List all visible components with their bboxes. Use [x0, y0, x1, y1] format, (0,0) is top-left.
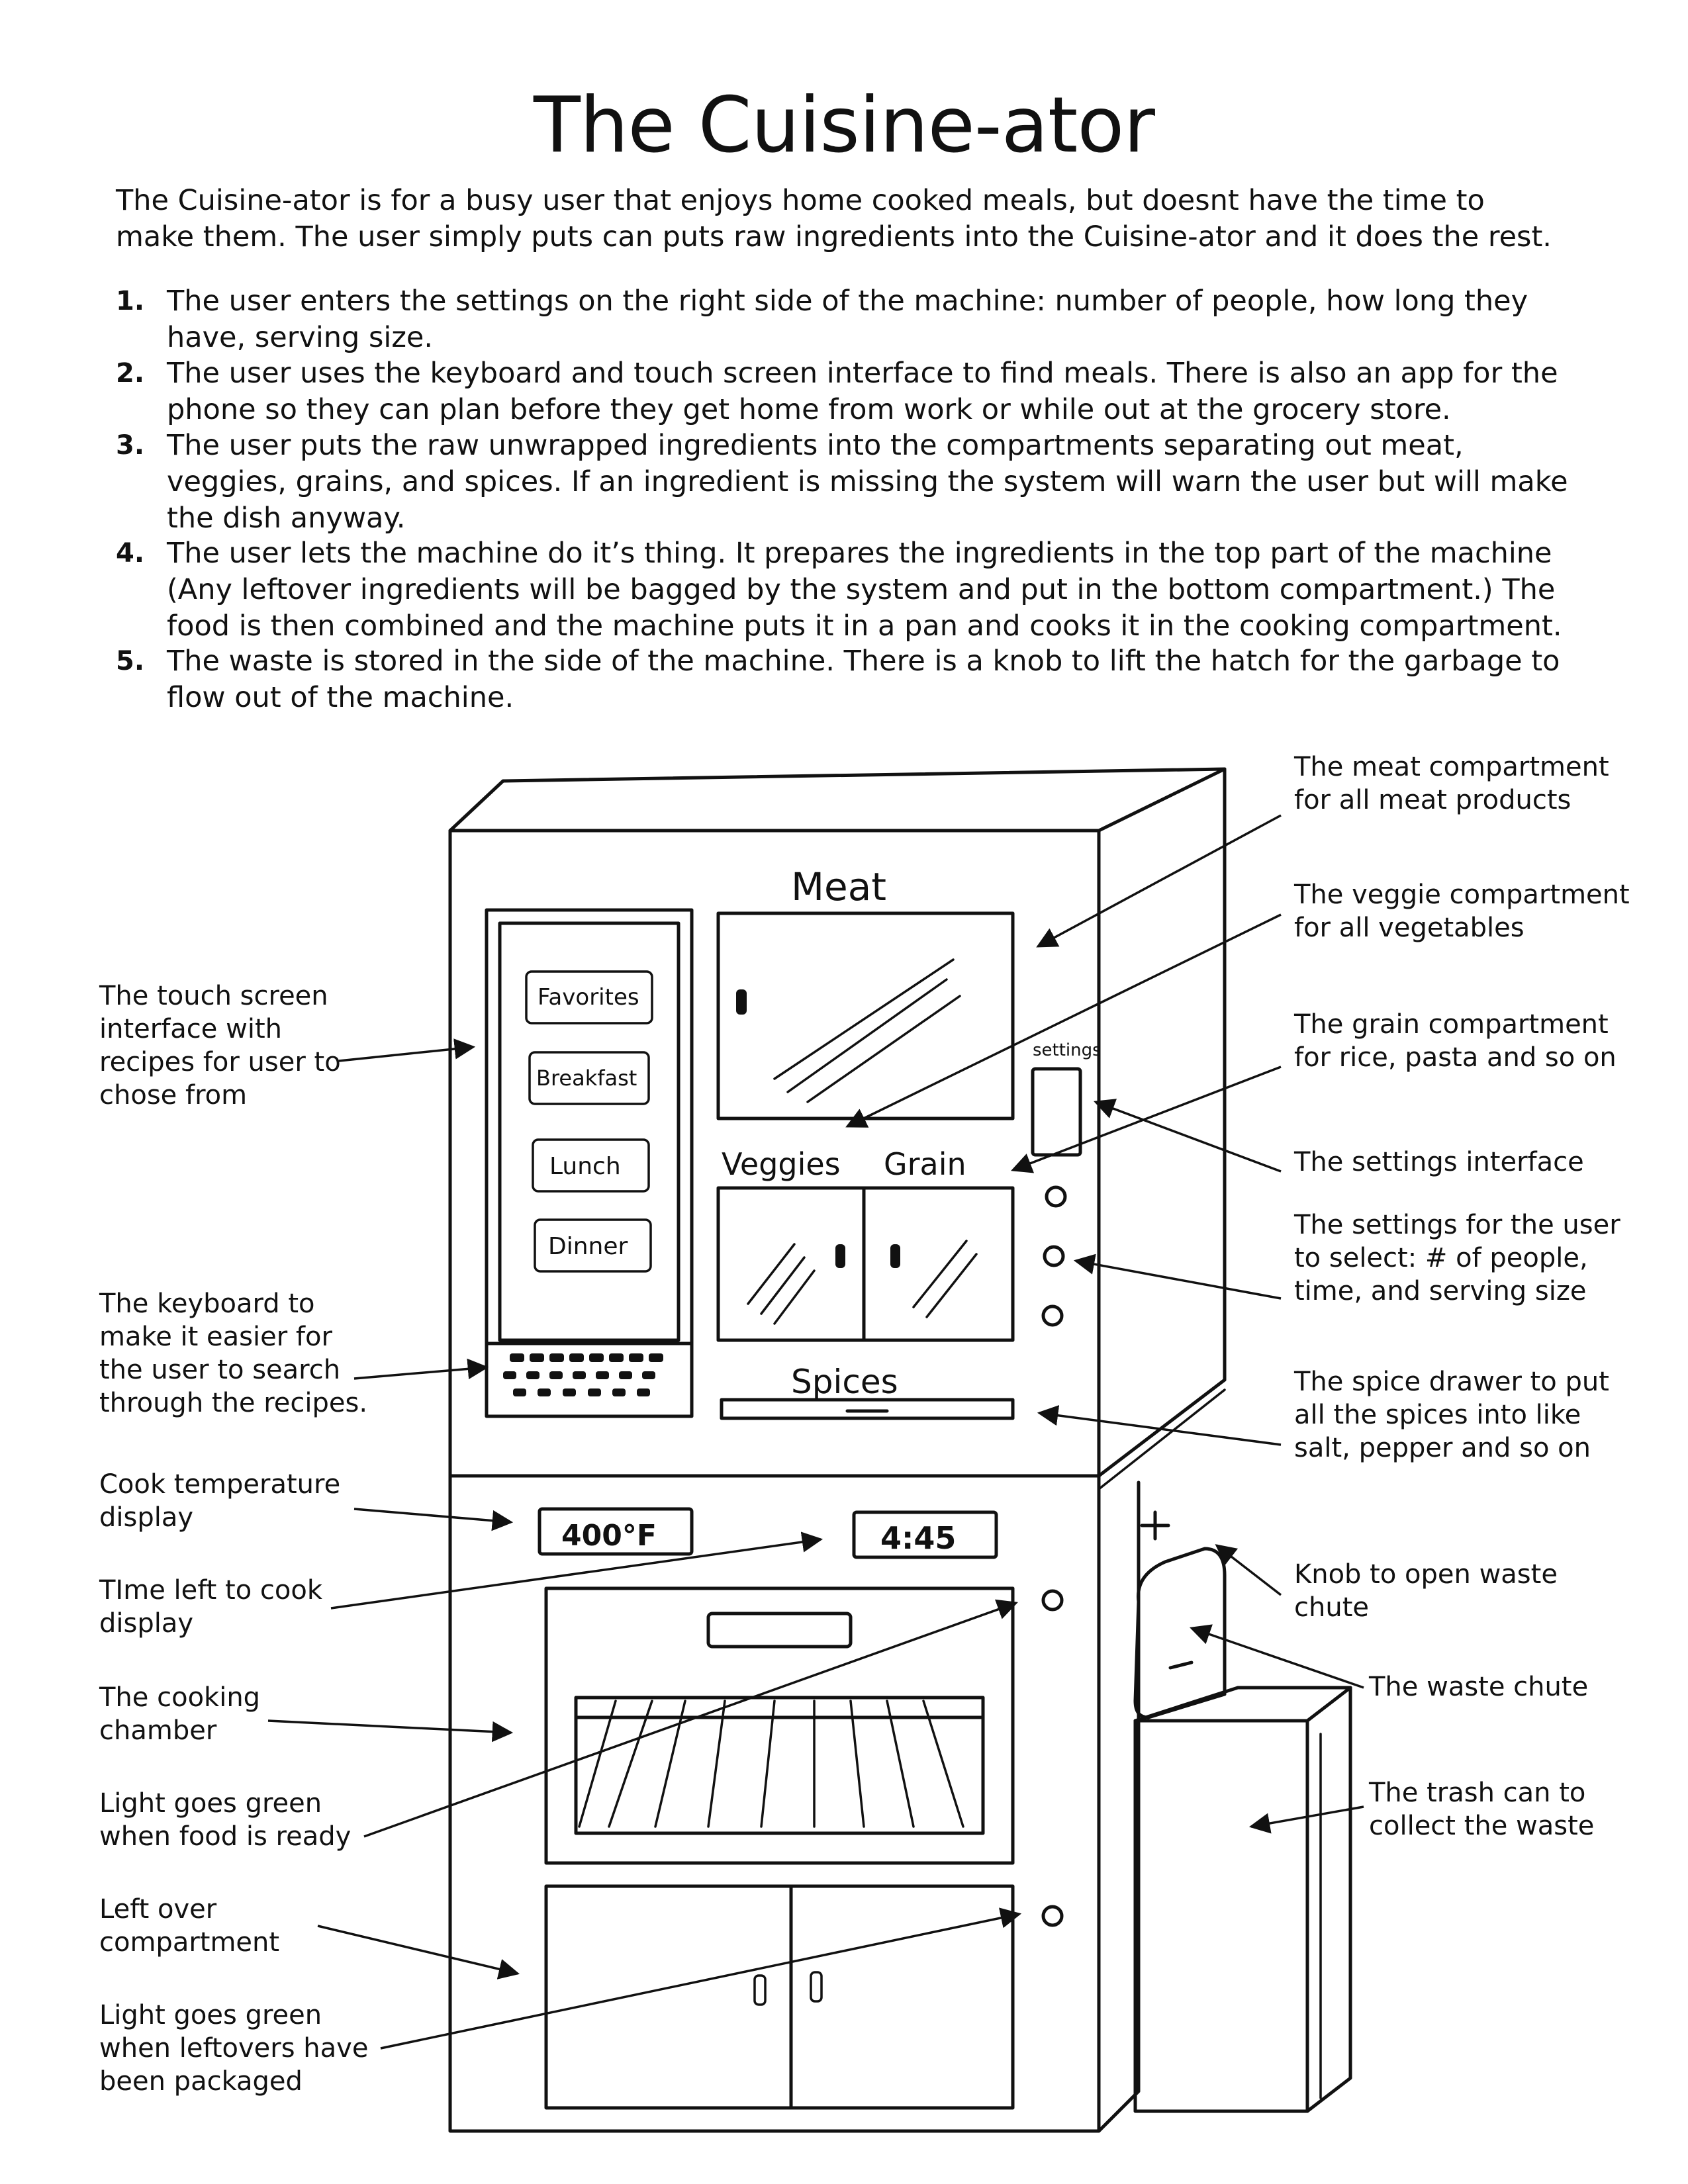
waste-chute: [1135, 1512, 1225, 1717]
cooking-chamber: [546, 1588, 1062, 1863]
trash-can: [1135, 1688, 1350, 2111]
temperature-value: 400°F: [561, 1519, 657, 1553]
timer-value: 4:45: [880, 1520, 956, 1556]
menu-lunch: Lunch: [549, 1153, 621, 1180]
settings-panel: settings: [1033, 1040, 1102, 1325]
veggies-sketch-label: Veggies: [722, 1146, 841, 1182]
touch-screen: Favorites Breakfast Lunch Dinner: [487, 910, 692, 1343]
meat-sketch-label: Meat: [791, 864, 886, 909]
spices-sketch-label: Spices: [791, 1363, 898, 1401]
menu-breakfast: Breakfast: [536, 1066, 637, 1091]
menu-favorites: Favorites: [538, 984, 639, 1011]
temperature-display: 400°F: [539, 1509, 692, 1554]
menu-dinner: Dinner: [548, 1233, 628, 1260]
spice-drawer: Spices: [722, 1363, 1013, 1418]
grain-sketch-label: Grain: [884, 1146, 966, 1182]
settings-sketch-label: settings: [1033, 1040, 1102, 1060]
keyboard: [487, 1343, 692, 1416]
machine-cabinet: [450, 769, 1225, 2131]
veggies-grain-compartment: Veggies Grain: [718, 1146, 1013, 1340]
timer-display: 4:45: [854, 1512, 996, 1557]
meat-compartment: Meat: [718, 864, 1013, 1118]
